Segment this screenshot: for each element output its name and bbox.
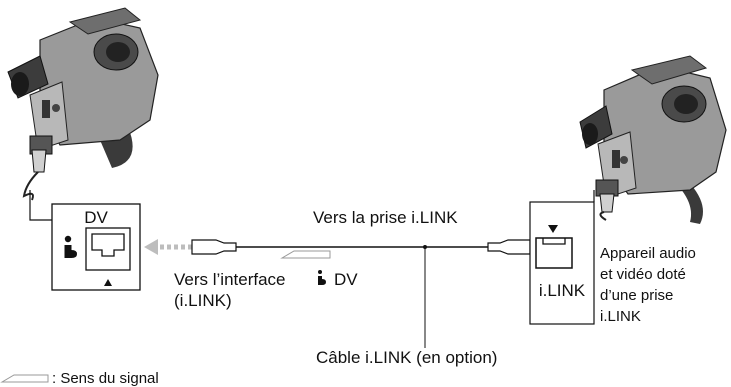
right-cable-plug xyxy=(487,239,531,255)
i-link-inline-icon xyxy=(318,270,326,285)
right-camcorder xyxy=(579,55,727,224)
left-cable-plug xyxy=(191,239,237,255)
ilink-cable xyxy=(191,239,531,348)
cable-signal-arrow xyxy=(280,250,331,259)
down-triangle-icon xyxy=(548,225,558,233)
legend: : Sens du signal xyxy=(0,370,159,387)
left-camcorder xyxy=(7,7,159,201)
interface-label-dv: DV xyxy=(334,270,358,289)
device-line-2: et vidéo doté xyxy=(600,266,686,283)
interface-label-line1: Vers l’interface xyxy=(174,270,286,289)
dv-label: DV xyxy=(84,208,108,227)
device-line-4: i.LINK xyxy=(600,308,641,325)
right-port-box: i.LINK xyxy=(529,190,595,325)
left-connector-line xyxy=(29,190,52,221)
left-port-box: DV xyxy=(51,203,141,291)
legend-arrow-icon xyxy=(0,374,49,383)
device-line-3: d’une prise xyxy=(600,287,673,304)
dv-port-socket xyxy=(91,233,125,257)
device-line-1: Appareil audio xyxy=(600,245,696,262)
interface-label-line2: (i.LINK) xyxy=(174,291,232,310)
i-link-icon xyxy=(64,235,77,258)
device-description: Appareil audio et vidéo doté d’une prise… xyxy=(600,245,696,325)
cable-bottom-label: Câble i.LINK (en option) xyxy=(316,348,497,367)
up-triangle-icon xyxy=(104,279,112,286)
ilink-port-label: i.LINK xyxy=(539,281,586,300)
cable-top-label: Vers la prise i.LINK xyxy=(313,208,458,227)
legend-text: : Sens du signal xyxy=(52,370,159,387)
signal-direction-arrow xyxy=(144,239,192,255)
ilink-port-socket xyxy=(535,237,573,269)
